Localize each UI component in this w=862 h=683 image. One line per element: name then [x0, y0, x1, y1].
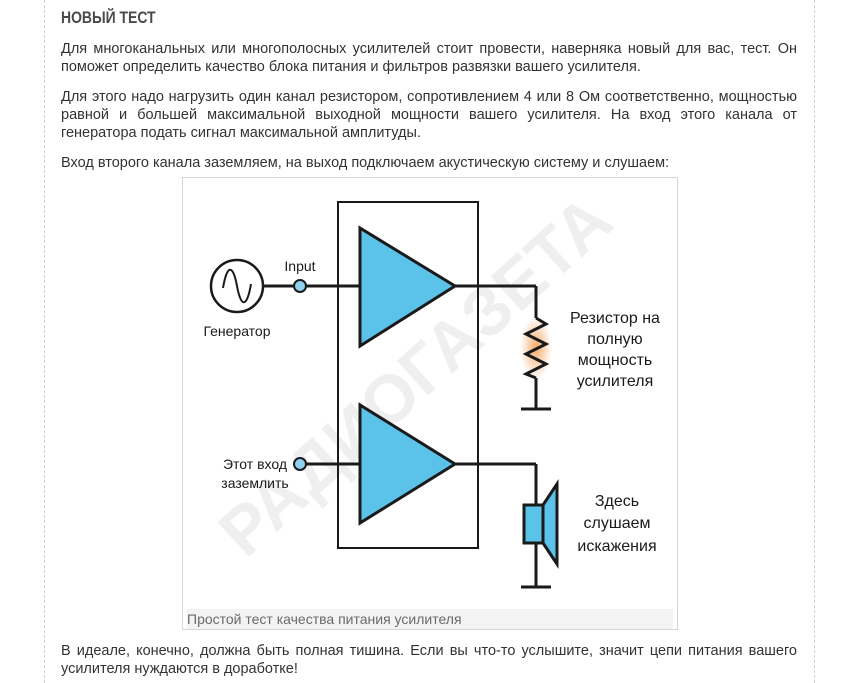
- input-terminal: [293, 279, 307, 293]
- paragraph-intro: Для многоканальных или многополосных уси…: [61, 41, 797, 75]
- generator-label: Генератор: [203, 323, 270, 339]
- speaker-label-1: Здесь: [595, 493, 639, 510]
- amplifier-channel-2: [358, 402, 458, 526]
- ground-input-label-1: Этот вход: [223, 456, 287, 472]
- section-title: Новый тест: [61, 8, 156, 27]
- left-border: [44, 0, 45, 683]
- watermark-text: РАДИОГАЗЕТА: [205, 181, 627, 571]
- article-body: Новый тест Для многоканальных или многоп…: [61, 0, 797, 172]
- speaker-cone-icon: [541, 479, 559, 569]
- amplifier-enclosure: [337, 201, 479, 549]
- circuit-diagram: РАДИОГАЗЕТА Генератор Input Резистор на: [203, 181, 660, 589]
- paragraph-second-channel: Вход второго канала заземляем, на выход …: [61, 155, 670, 171]
- ground-input-label-2: заземлить: [221, 475, 288, 491]
- speaker-magnet: [522, 503, 545, 545]
- watermark: РАДИОГАЗЕТА: [205, 181, 627, 571]
- resistor-label-2: полную: [587, 331, 642, 348]
- speaker-label-3: искажения: [577, 538, 656, 555]
- right-border: [814, 0, 815, 683]
- sine-wave-icon: [222, 268, 252, 304]
- figure-caption: Простой тест качества питания усилителя: [187, 609, 673, 629]
- ground-input-terminal: [293, 457, 307, 471]
- resistor-icon: [522, 316, 550, 380]
- amplifier-channel-1: [358, 225, 458, 349]
- resistor-label-4: усилителя: [577, 373, 654, 390]
- paragraph-load-channel: Для этого надо нагрузить один канал рези…: [61, 89, 797, 141]
- resistor-label-3: мощность: [578, 352, 652, 369]
- input-label: Input: [284, 258, 315, 274]
- paragraph-conclusion: В идеале, конечно, должна быть полная ти…: [61, 643, 797, 677]
- circuit-figure: РАДИОГАЗЕТА Генератор Input Резистор на: [182, 177, 678, 630]
- speaker-label-2: слушаем: [584, 515, 651, 532]
- resistor-label-1: Резистор на: [570, 310, 660, 327]
